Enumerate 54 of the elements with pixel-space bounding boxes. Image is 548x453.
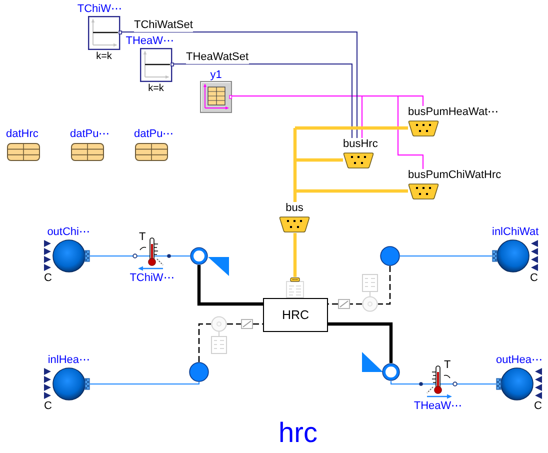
dashed-connection-line [350, 303, 362, 305]
input-label: C [530, 272, 538, 285]
input-label: C [44, 272, 52, 285]
parameter-label: k=k [148, 83, 164, 94]
component-name: inlHea⋯ [48, 354, 90, 367]
connection-line [295, 158, 343, 162]
connection-line [293, 128, 297, 202]
dashed-connection-line [253, 323, 263, 325]
connection-line [295, 189, 408, 193]
component-name: outChi⋯ [47, 226, 90, 239]
component-name: busHrc [343, 138, 378, 151]
dashed-connection-line [328, 303, 338, 305]
quantity-label: T [139, 231, 146, 244]
fluid-port-icon [382, 363, 400, 381]
connection-line [295, 126, 408, 130]
connection-line [398, 96, 424, 170]
component-name: THeaW⋯ [414, 400, 462, 413]
fluid-port-icon [189, 362, 209, 382]
connection-line [293, 233, 297, 277]
model-block: HRC [263, 298, 328, 332]
component-name: THeaW⋯ [126, 35, 174, 48]
component-name: TChiW⋯ [77, 3, 122, 16]
connection-line [390, 380, 412, 384]
connection-line [197, 265, 263, 306]
parameter-label: k=k [96, 51, 112, 62]
fluid-port-icon [380, 246, 400, 266]
component-name: TChiW⋯ [130, 272, 174, 285]
connection-line [122, 32, 358, 138]
connection-line [174, 64, 352, 138]
input-label: C [44, 400, 52, 413]
dashed-connection-line [227, 323, 241, 325]
component-name: outHea⋯ [496, 354, 542, 367]
component-name: datPu⋯ [134, 128, 174, 141]
connection-line [90, 382, 200, 384]
fluid-port-icon [190, 247, 208, 265]
connection-line [328, 322, 393, 363]
component-name: bus [286, 202, 304, 215]
quantity-label: T [444, 359, 451, 372]
component-name: y1 [210, 69, 222, 82]
component-name: busPumChiWatHrc [408, 169, 502, 182]
component-name: busPumHeaWat⋯ [408, 106, 499, 119]
bus-connector-icon [285, 277, 305, 298]
caption: hrc [278, 417, 318, 450]
valve-icon [338, 299, 350, 309]
input-label: C [534, 400, 542, 413]
component-name: inlChiWat [492, 226, 539, 239]
dashed-connection-line [198, 323, 211, 362]
connection-line [398, 96, 424, 106]
valve-icon [241, 319, 253, 329]
component-name: datPu⋯ [70, 128, 110, 141]
pump-icon [362, 274, 378, 312]
dashed-connection-line [378, 266, 391, 305]
component-name: datHrc [6, 128, 38, 141]
pump-icon [211, 316, 227, 354]
